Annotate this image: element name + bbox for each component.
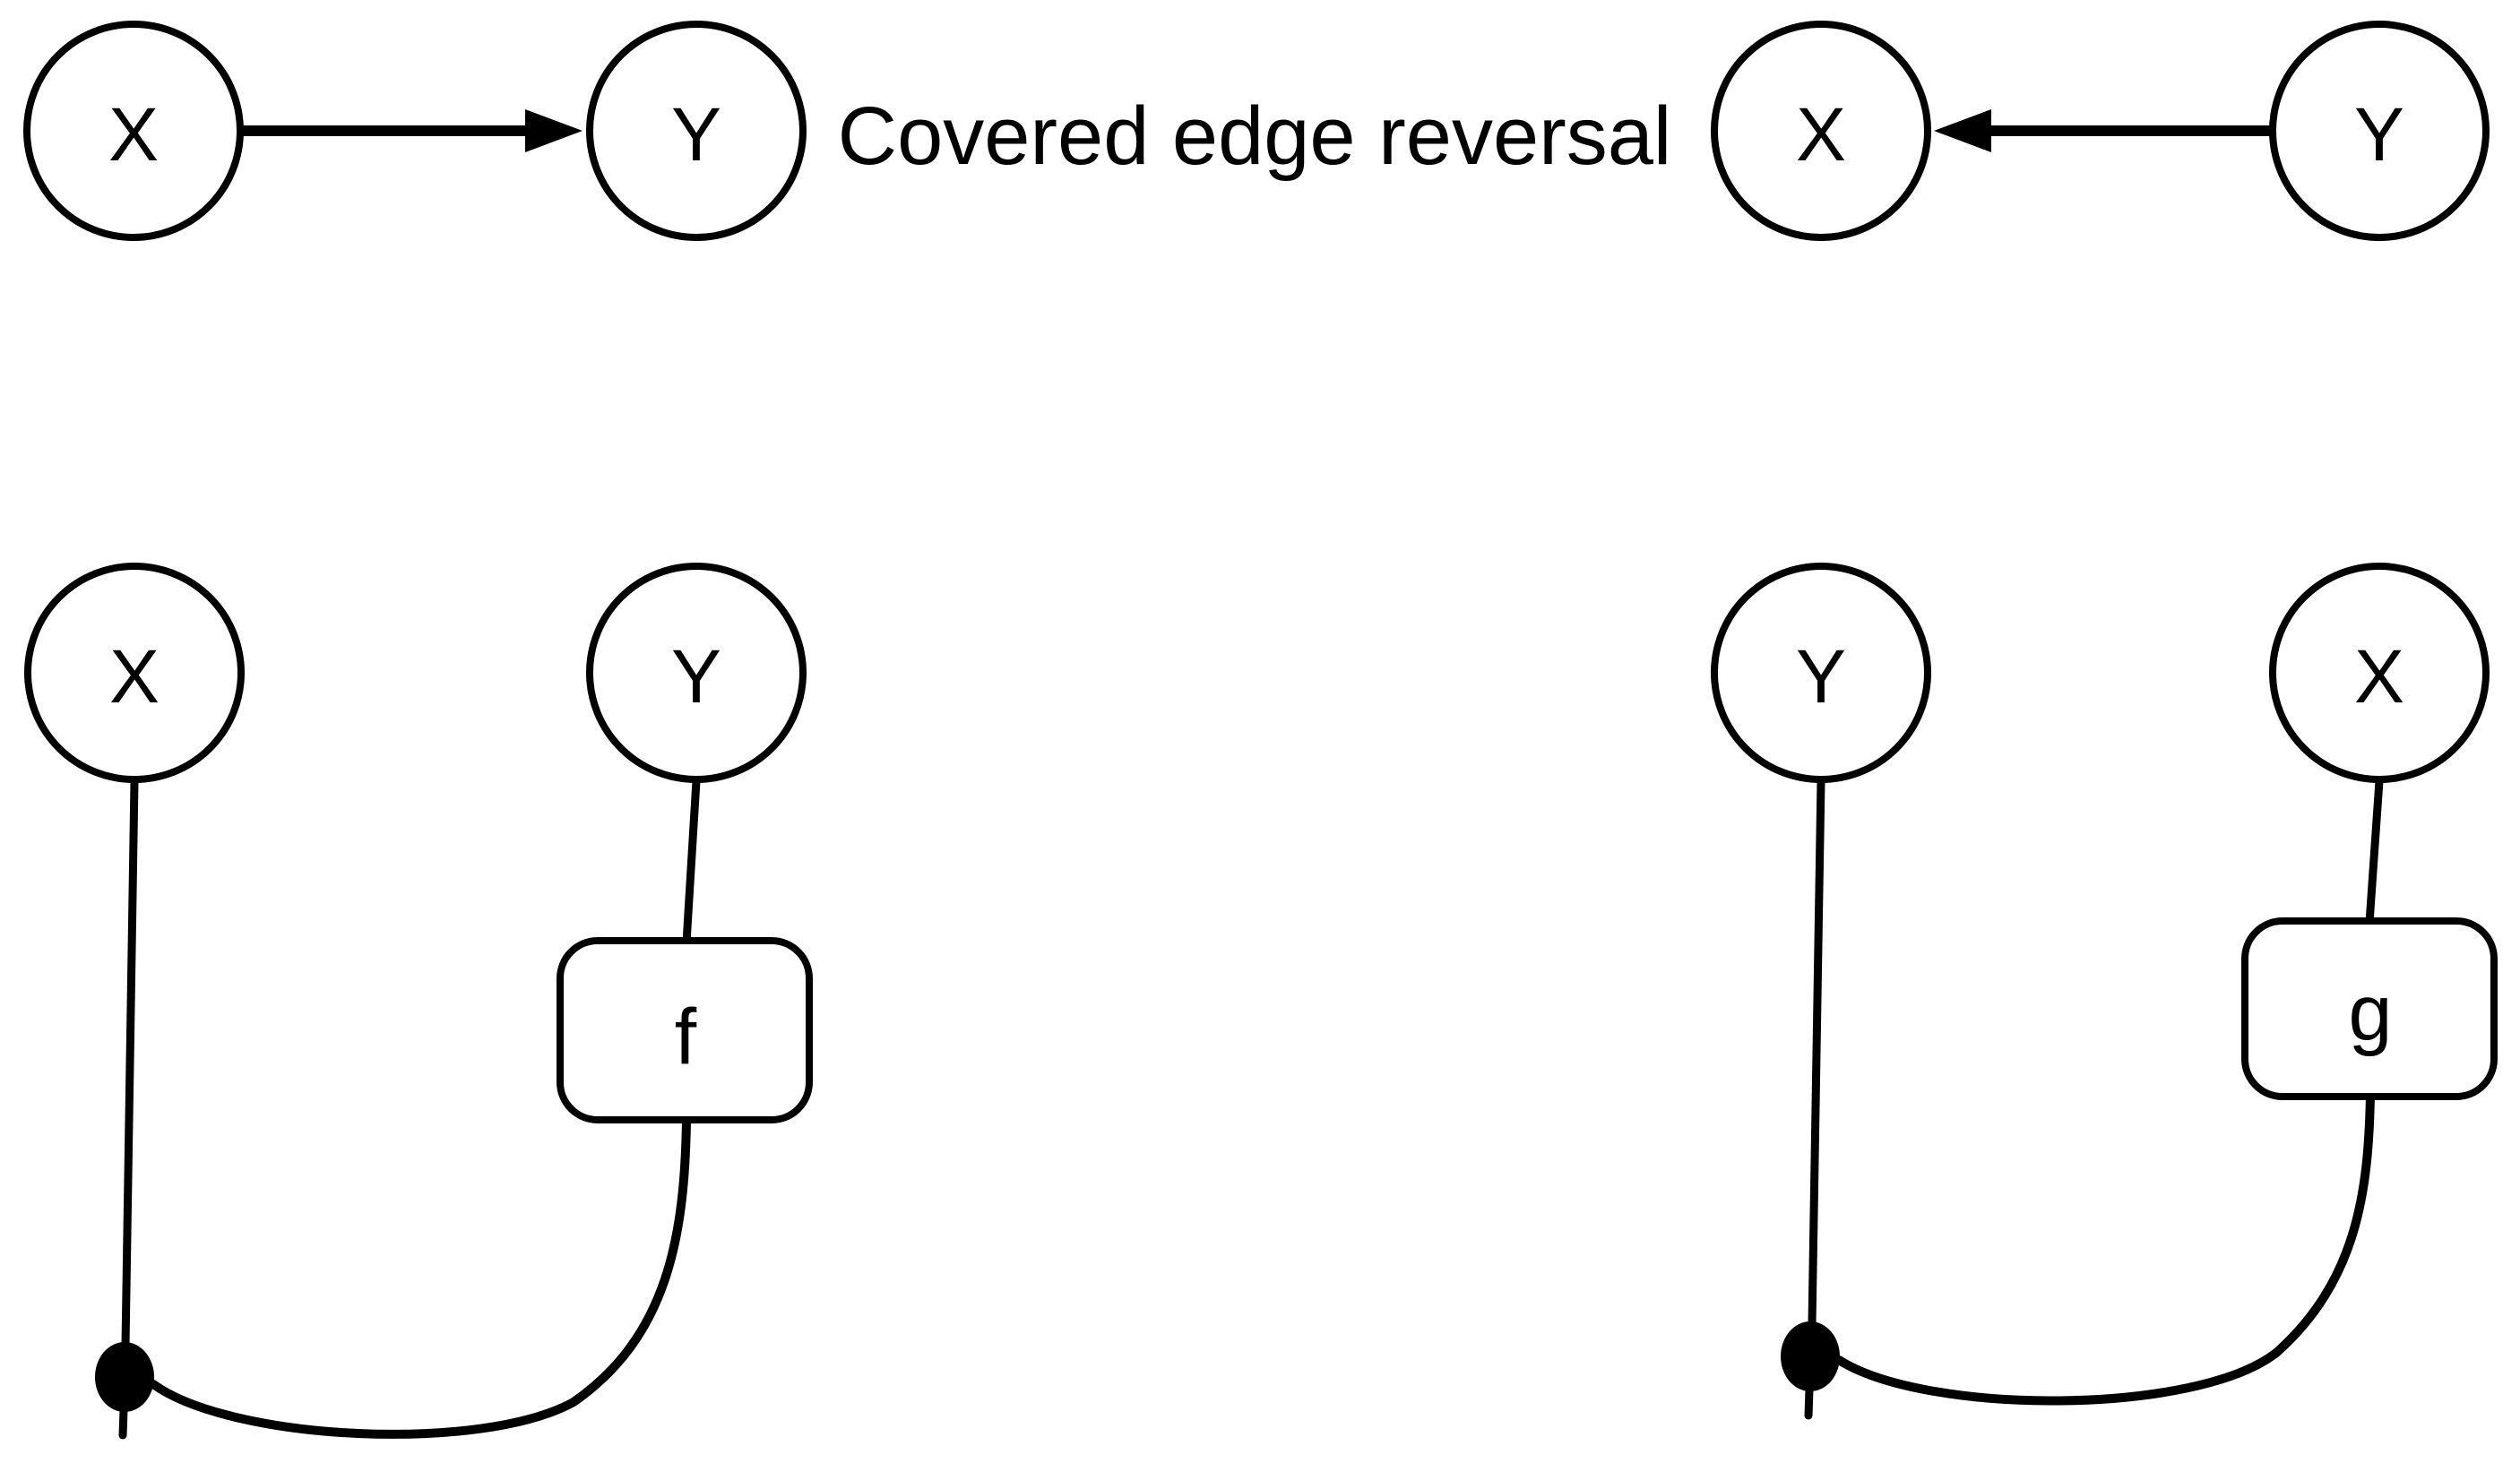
- sd1-wire-x: [121, 777, 139, 1350]
- sd2-node-x-label: X: [2354, 634, 2404, 719]
- sd2-node-y-circle: [1711, 563, 1931, 783]
- string-diagram-g: Y X g: [1711, 563, 2498, 1420]
- sd1-node-x-circle: [24, 563, 245, 783]
- sd2-wire-y: [1808, 777, 1825, 1329]
- sd2-node-y-label: Y: [1796, 634, 1846, 719]
- dag2-node-y-label: Y: [2354, 92, 2404, 176]
- dag2-arrowhead-left-icon: [1934, 109, 1991, 152]
- sd2-copy-dot: [1781, 1321, 1840, 1391]
- sd2-wire-x: [2365, 777, 2384, 927]
- figure-title: Covered edge reversal: [838, 90, 1672, 182]
- sd1-wire-y: [682, 777, 701, 947]
- dag1-node-x-circle: [23, 21, 244, 241]
- dag1-node-y-label: Y: [671, 92, 721, 176]
- sd2-output-stub: [1804, 1385, 1814, 1420]
- dag2-node-x-label: X: [1796, 92, 1846, 176]
- dag2-node-x-circle: [1711, 21, 1931, 241]
- dag-after-reversal: X Y: [1711, 21, 2490, 241]
- sd2-node-x-circle: [2269, 563, 2490, 783]
- sd1-node-y-label: Y: [671, 634, 721, 719]
- sd2-function-box: [2241, 917, 2498, 1100]
- dag1-node-y-circle: [586, 21, 807, 241]
- dag-before-reversal: X Y: [23, 21, 807, 241]
- sd1-node-y-circle: [586, 563, 807, 783]
- dag1-node-x-label: X: [108, 92, 159, 176]
- dag1-arrowhead-right-icon: [525, 109, 583, 152]
- string-diagram-f: X Y f: [24, 563, 813, 1440]
- dag2-node-y-circle: [2269, 21, 2490, 241]
- sd2-function-box-label: g: [2349, 968, 2393, 1057]
- sd1-node-x-label: X: [109, 634, 160, 719]
- sd1-curve-wire: [149, 1115, 691, 1439]
- sd1-copy-dot: [95, 1342, 154, 1412]
- sd1-function-box-label: f: [675, 993, 697, 1081]
- sd1-output-stub: [118, 1406, 128, 1440]
- sd1-function-box: [557, 937, 813, 1123]
- sd2-curve-wire: [1834, 1090, 2375, 1406]
